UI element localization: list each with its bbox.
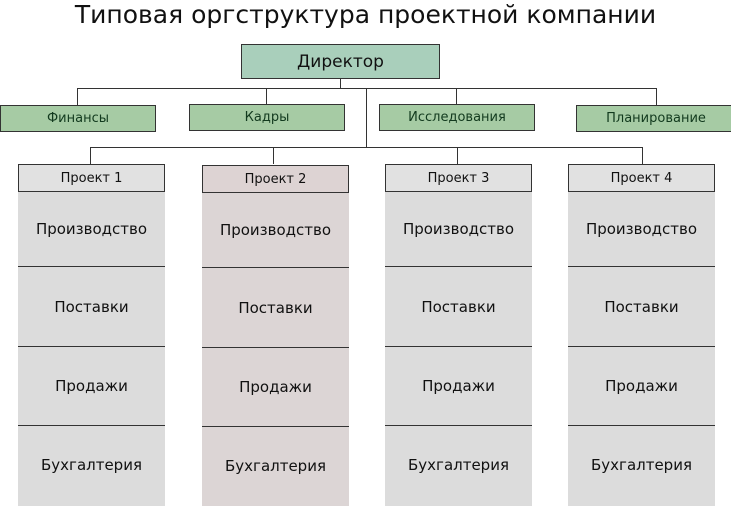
project-label: Проект 1 <box>60 170 123 186</box>
department-label: Кадры <box>244 110 290 125</box>
row-divider <box>385 266 532 267</box>
row-divider <box>202 267 349 268</box>
function-cell-accounting: Бухгалтерия <box>591 456 692 474</box>
project-column-1: Производство Поставки Продажи Бухгалтери… <box>18 192 165 506</box>
connector-dept-1 <box>77 88 78 105</box>
row-divider <box>202 426 349 427</box>
director-box: Директор <box>241 44 440 79</box>
department-label: Финансы <box>46 111 110 126</box>
function-cell-sales: Продажи <box>605 377 678 395</box>
diagram-title: Типовая оргструктура проектной компании <box>74 0 657 29</box>
connector-dept-2 <box>266 88 267 105</box>
project-column-4: Производство Поставки Продажи Бухгалтери… <box>568 192 715 506</box>
row-divider <box>568 266 715 267</box>
function-cell-supplies: Поставки <box>238 298 313 317</box>
row-divider <box>568 425 715 426</box>
function-cell-supplies: Поставки <box>54 297 129 316</box>
function-cell-accounting: Бухгалтерия <box>225 457 326 475</box>
function-cell-sales: Продажи <box>239 378 312 396</box>
function-cell-accounting: Бухгалтерия <box>408 456 509 474</box>
project-label: Проект 2 <box>244 171 307 187</box>
project-header-2: Проект 2 <box>202 165 349 193</box>
connector-project-horizontal <box>90 147 643 148</box>
connector-project-4 <box>642 147 643 164</box>
department-label: Исследования <box>408 110 506 125</box>
connector-trunk <box>366 88 367 147</box>
function-cell-accounting: Бухгалтерия <box>41 456 142 474</box>
connector-project-1 <box>90 147 91 164</box>
project-label: Проект 4 <box>610 170 673 186</box>
function-cell-production: Производство <box>585 220 698 238</box>
row-divider <box>202 347 349 348</box>
project-header-1: Проект 1 <box>18 164 165 192</box>
project-column-2: Производство Поставки Продажи Бухгалтери… <box>202 193 349 506</box>
project-header-3: Проект 3 <box>385 164 532 192</box>
project-header-4: Проект 4 <box>568 164 715 192</box>
project-column-3: Производство Поставки Продажи Бухгалтери… <box>385 192 532 506</box>
function-cell-supplies: Поставки <box>421 297 496 316</box>
connector-dept-3 <box>456 88 457 105</box>
connector-dept-4 <box>656 88 657 105</box>
connector-director-down <box>340 79 341 88</box>
department-box-planning: Планирование <box>576 105 731 132</box>
function-cell-production: Производство <box>402 220 515 238</box>
row-divider <box>568 346 715 347</box>
function-cell-supplies: Поставки <box>604 297 679 316</box>
project-label: Проект 3 <box>427 170 490 186</box>
connector-project-3 <box>457 147 458 164</box>
row-divider <box>18 425 165 426</box>
row-divider <box>385 425 532 426</box>
function-cell-sales: Продажи <box>422 377 495 395</box>
function-cell-production: Производство <box>219 221 332 239</box>
director-label: Директор <box>297 51 384 72</box>
department-label: Планирование <box>606 111 706 126</box>
department-box-finance: Финансы <box>0 105 156 132</box>
connector-project-2 <box>273 147 274 164</box>
row-divider <box>18 346 165 347</box>
department-box-hr: Кадры <box>189 104 345 131</box>
department-box-research: Исследования <box>379 104 535 131</box>
row-divider <box>385 346 532 347</box>
function-cell-production: Производство <box>35 220 148 238</box>
row-divider <box>18 266 165 267</box>
function-cell-sales: Продажи <box>55 377 128 395</box>
